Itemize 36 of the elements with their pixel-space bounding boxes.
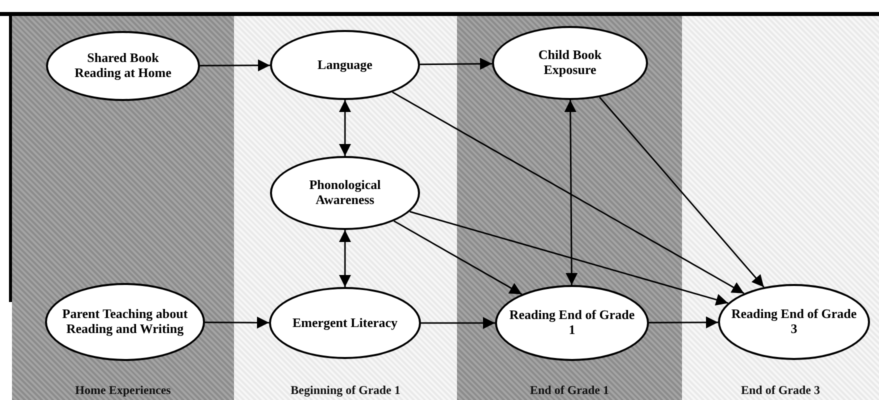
node-label: Parent Teaching about Reading and Writing	[61, 307, 189, 337]
column-label: Home Experiences	[74, 383, 172, 398]
column-band	[12, 16, 234, 400]
construct-ellipse	[492, 26, 648, 100]
node-label: Reading End of Grade 1	[508, 308, 636, 338]
column-label: End of Grade 3	[740, 383, 821, 398]
column-label: Beginning of Grade 1	[290, 383, 402, 398]
construct-ellipse	[270, 156, 420, 230]
node-label: Emergent Literacy	[292, 316, 398, 330]
column-band	[457, 16, 682, 400]
node-label: Language	[318, 58, 372, 72]
arrow	[392, 91, 744, 294]
construct-ellipse	[718, 284, 870, 360]
arrow	[339, 230, 351, 287]
arrow	[205, 316, 269, 329]
arrow	[410, 210, 728, 306]
construct-ellipse	[495, 285, 649, 361]
arrow	[420, 58, 492, 70]
construct-ellipse	[269, 287, 421, 359]
construct-ellipse	[46, 31, 200, 101]
arrow	[394, 220, 522, 295]
node-label: Reading End of Grade 3	[730, 307, 858, 337]
column-band	[682, 16, 879, 400]
arrow	[200, 59, 270, 72]
node-label: Shared Book Reading at Home	[74, 51, 172, 81]
construct-ellipse	[45, 283, 205, 361]
arrow	[564, 100, 578, 285]
construct-ellipse	[270, 30, 420, 100]
column-band	[234, 16, 457, 400]
node-label: Child Book Exposure	[537, 48, 603, 78]
arrow	[599, 96, 764, 288]
column-label: End of Grade 1	[528, 383, 610, 398]
node-label: Phonological Awareness	[308, 178, 382, 208]
arrow	[421, 317, 495, 329]
arrow	[339, 100, 351, 156]
arrow	[648, 316, 718, 328]
